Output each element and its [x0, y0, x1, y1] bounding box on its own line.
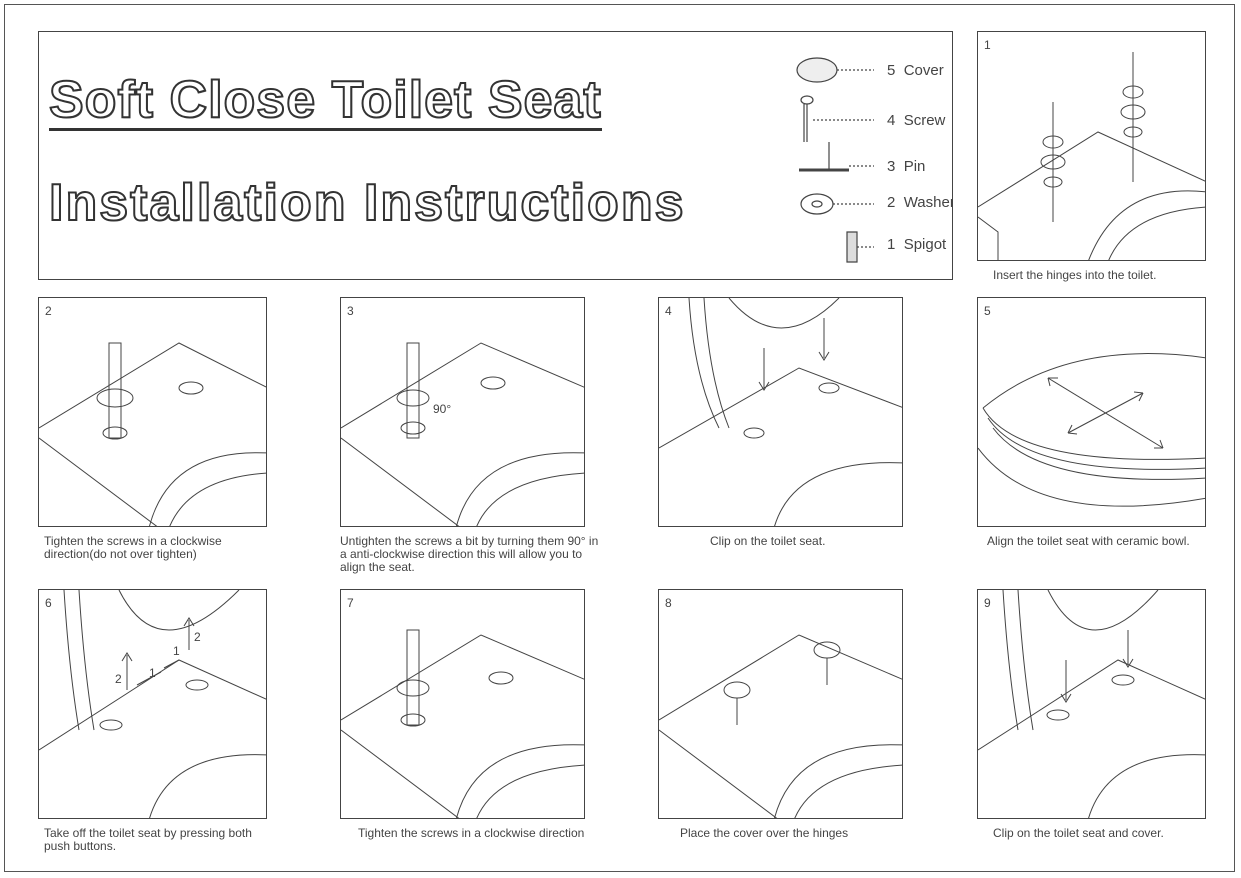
- step-1-illustration: 1: [977, 31, 1206, 261]
- step-number: 3: [347, 304, 354, 318]
- step-9-illustration: 9: [977, 589, 1206, 819]
- align-seat-drawing: [978, 298, 1206, 527]
- part-label-spigot: 1 Spigot: [887, 236, 947, 253]
- title-box: Soft Close Toilet Seat Installation Inst…: [38, 31, 953, 280]
- step-5-illustration: 5: [977, 297, 1206, 527]
- hinges-toilet-drawing: [978, 32, 1206, 261]
- tighten-screws-again-drawing: [341, 590, 585, 819]
- step-2-caption: Tighten the screws in a clockwise direct…: [44, 534, 222, 561]
- step-number: 6: [45, 596, 52, 610]
- tighten-screws-drawing: [39, 298, 267, 527]
- step-number: 9: [984, 596, 991, 610]
- angle-label: 90°: [433, 402, 452, 416]
- step-6-illustration: 6 2 1 1 2: [38, 589, 267, 819]
- part-label-pin: 3 Pin: [887, 158, 926, 175]
- step-8-illustration: 8: [658, 589, 903, 819]
- clip-seat-cover-drawing: [978, 590, 1206, 819]
- untighten-screws-drawing: [341, 298, 585, 527]
- place-cover-drawing: [659, 590, 903, 819]
- clip-seat-drawing: [659, 298, 903, 527]
- step-3-illustration: 3 90°: [340, 297, 585, 527]
- step-number: 2: [45, 304, 52, 318]
- title-line-1: Soft Close Toilet Seat: [48, 71, 602, 131]
- step-number: 7: [347, 596, 354, 610]
- part-label-cover: 5 Cover: [887, 62, 944, 79]
- step-number: 8: [665, 596, 672, 610]
- step-4-illustration: 4: [658, 297, 903, 527]
- step-1-caption: Insert the hinges into the toilet.: [993, 268, 1157, 282]
- step-marker: 2: [115, 672, 122, 686]
- step-marker: 1: [149, 666, 156, 680]
- step-number: 1: [984, 38, 991, 52]
- step-marker: 1: [173, 644, 180, 658]
- remove-seat-drawing: [39, 590, 267, 819]
- step-2-illustration: 2: [38, 297, 267, 527]
- step-3-caption: Untighten the screws a bit by turning th…: [340, 534, 599, 574]
- step-7-illustration: 7: [340, 589, 585, 819]
- parts-legend: 5 Cover 4 Screw 3 Pin 2 Washer 1 Spigot: [789, 42, 953, 272]
- step-number: 5: [984, 304, 991, 318]
- part-label-washer: 2 Washer: [887, 194, 953, 211]
- page-frame: [4, 4, 1235, 872]
- step-marker: 2: [194, 630, 201, 644]
- step-6-caption: Take off the toilet seat by pressing bot…: [44, 826, 252, 853]
- step-7-caption: Tighten the screws in a clockwise direct…: [358, 826, 585, 840]
- step-5-caption: Align the toilet seat with ceramic bowl.: [987, 534, 1190, 548]
- part-label-screw: 4 Screw: [887, 112, 946, 129]
- title-line-2: Installation Instructions: [48, 174, 686, 232]
- step-9-caption: Clip on the toilet seat and cover.: [993, 826, 1164, 840]
- step-number: 4: [665, 304, 672, 318]
- parts-drawing: [789, 42, 953, 272]
- step-8-caption: Place the cover over the hinges: [680, 826, 849, 840]
- step-4-caption: Clip on the toilet seat.: [710, 534, 826, 548]
